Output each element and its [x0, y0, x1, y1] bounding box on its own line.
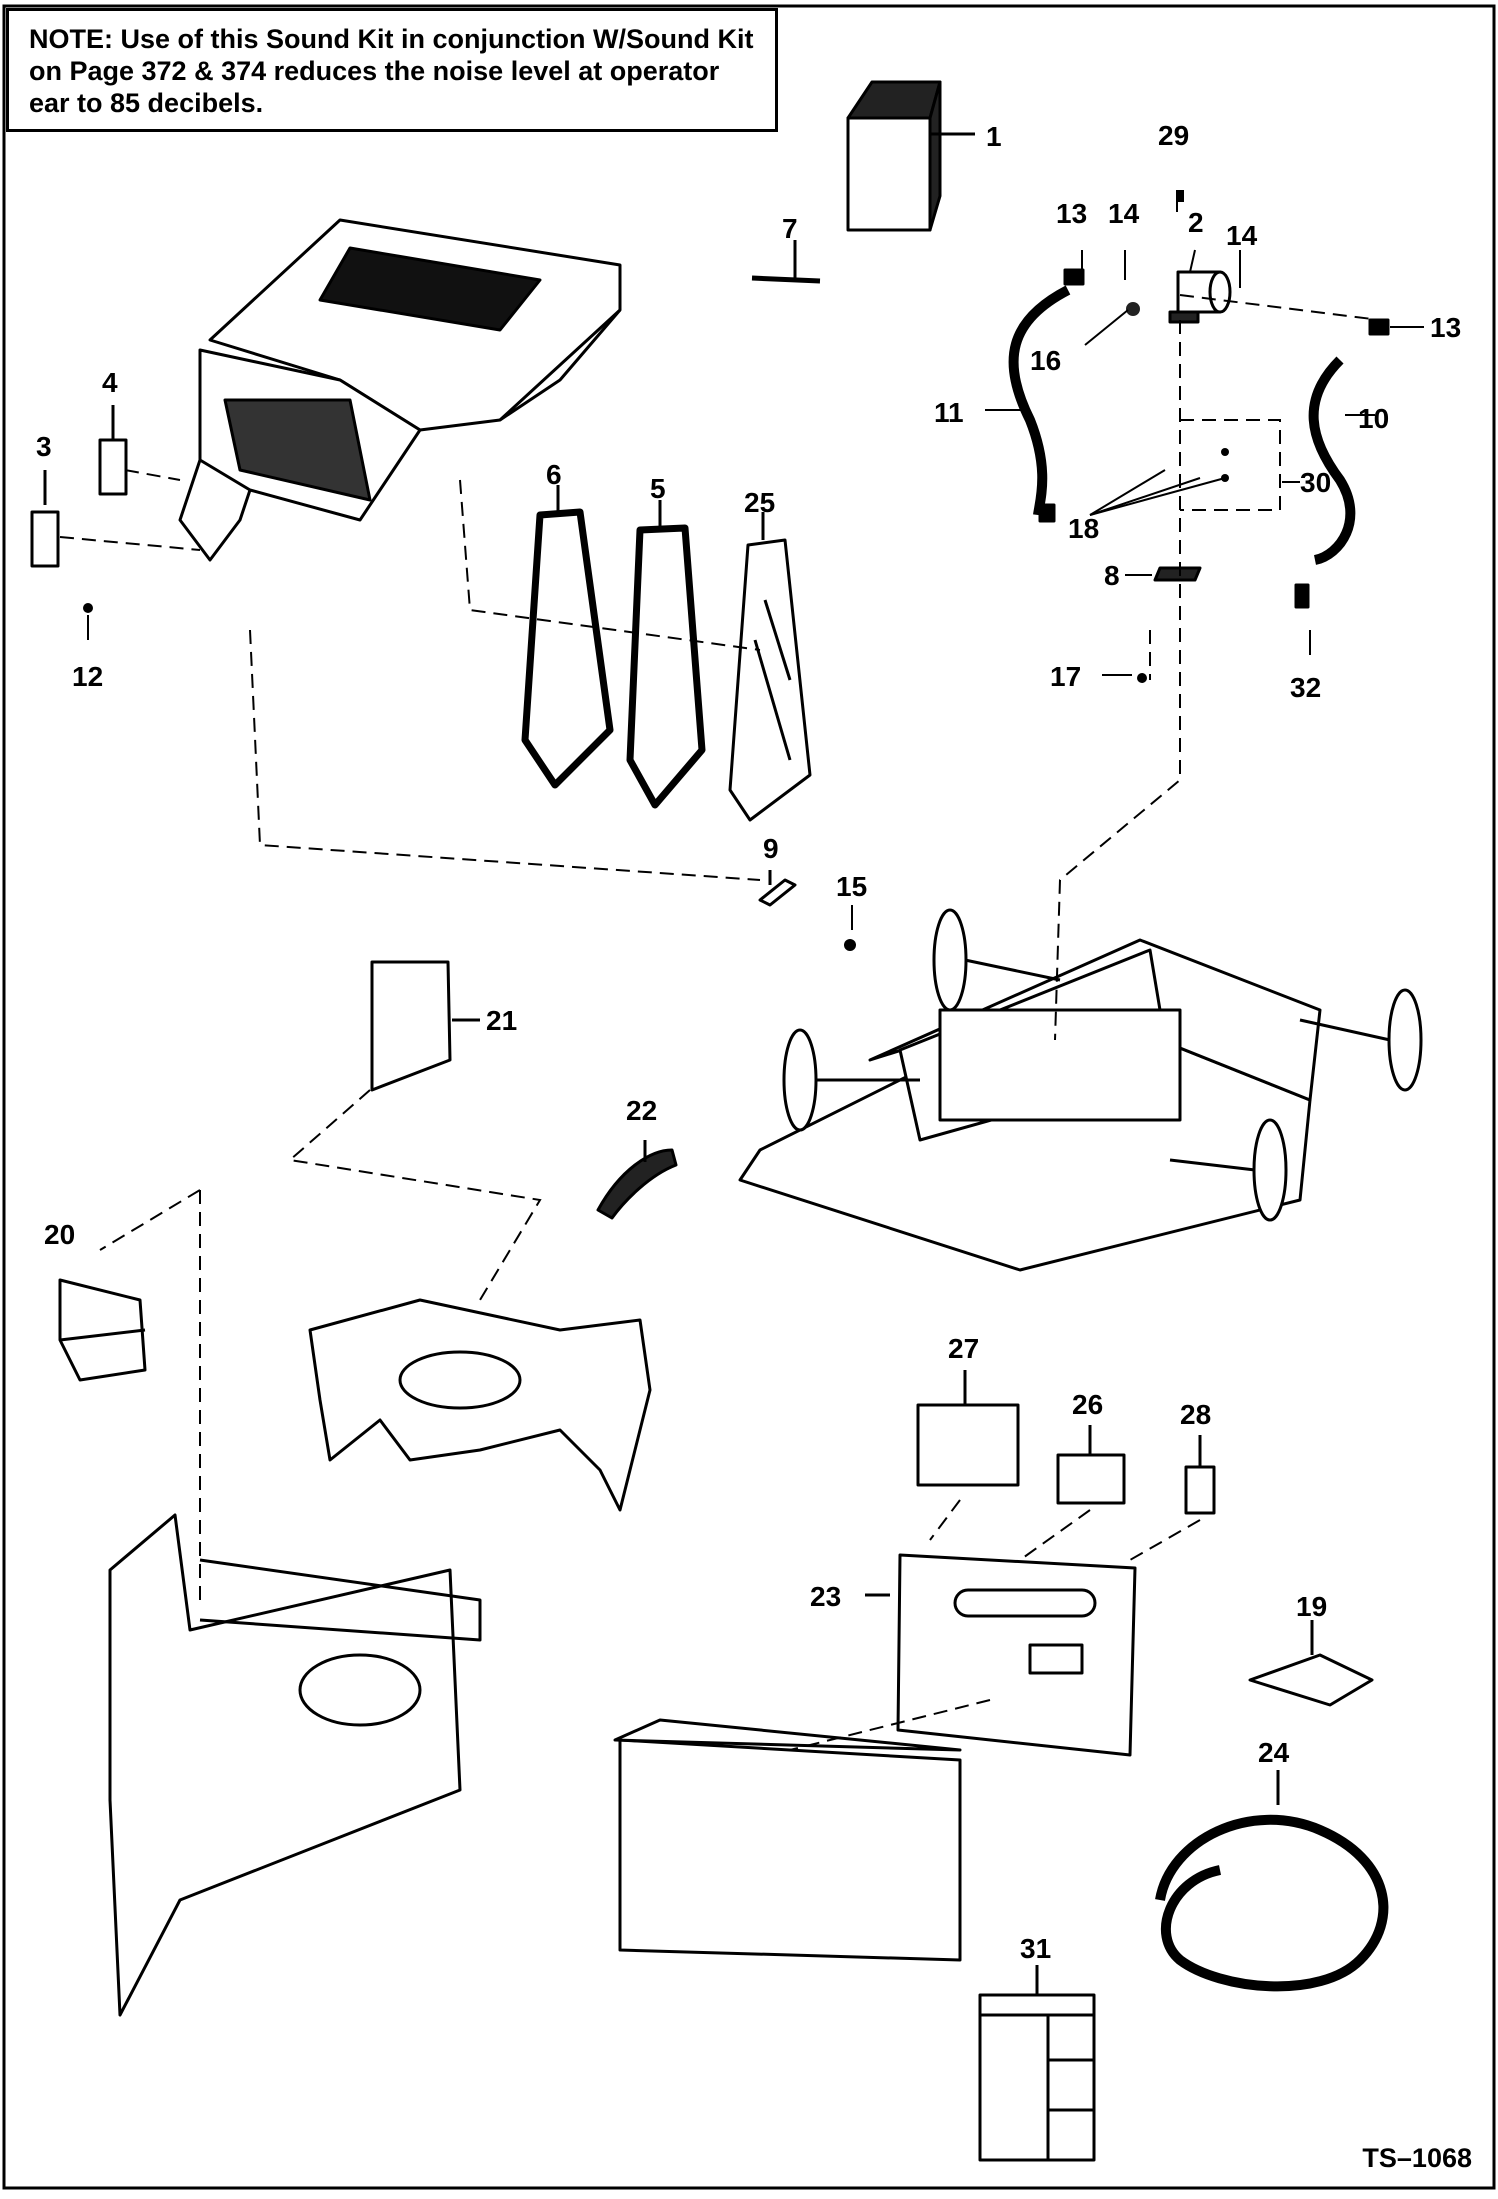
callout-1: 1 — [986, 121, 1002, 152]
callout-17: 17 — [1050, 661, 1081, 692]
note-text: Use of this Sound Kit in conjunction W/S… — [29, 24, 754, 118]
tube-part-19 — [1248, 1653, 1374, 1707]
sheet-id: TS–1068 — [1362, 2143, 1472, 2173]
callout-29: 29 — [1158, 120, 1189, 151]
callout-15: 15 — [836, 871, 867, 902]
callout-27: 27 — [948, 1333, 979, 1364]
callout-5: 5 — [650, 473, 666, 504]
hose-part-10 — [1308, 356, 1356, 565]
hose-part-11 — [1008, 285, 1071, 516]
diagram-border — [2, 4, 1496, 2190]
note-box: NOTE: Use of this Sound Kit in conjuncti… — [6, 8, 778, 132]
callout-13-right: 13 — [1430, 312, 1461, 343]
callout-28: 28 — [1180, 1399, 1211, 1430]
hardware-markers — [83, 190, 1229, 951]
callout-14-left: 14 — [1108, 198, 1140, 229]
callout-4: 4 — [102, 367, 118, 398]
window-seal-part-5 — [626, 524, 706, 809]
callout-18: 18 — [1068, 513, 1099, 544]
callout-24: 24 — [1258, 1737, 1290, 1768]
callout-12: 12 — [72, 661, 103, 692]
decal-part-4 — [98, 438, 128, 496]
callout-11: 11 — [934, 397, 964, 428]
callout-20: 20 — [44, 1219, 75, 1250]
callout-19: 19 — [1296, 1591, 1327, 1622]
callout-16: 16 — [1030, 345, 1061, 376]
decal-part-28 — [1184, 1465, 1216, 1515]
callout-labels: 1 29 7 13 14 2 14 13 16 4 11 10 3 6 5 25… — [36, 120, 1461, 1964]
callout-32: 32 — [1290, 672, 1321, 703]
callout-21: 21 — [486, 1005, 517, 1036]
callout-30: 30 — [1300, 467, 1331, 498]
callout-8: 8 — [1104, 560, 1120, 591]
callout-22: 22 — [626, 1095, 657, 1126]
bracket-part-20 — [58, 1278, 147, 1382]
callout-10: 10 — [1358, 403, 1389, 434]
lower-sound-panel-part — [618, 1738, 962, 1962]
callout-31: 31 — [1020, 1933, 1051, 1964]
note-label: NOTE: — [29, 24, 113, 54]
seal-strip-part-24 — [1155, 1814, 1389, 1992]
callout-25: 25 — [744, 487, 775, 518]
junction-block-part — [1168, 270, 1232, 324]
wedge-part-22 — [596, 1148, 678, 1220]
panel-part-21 — [370, 960, 452, 1092]
callout-13-left: 13 — [1056, 198, 1087, 229]
callout-23: 23 — [810, 1581, 841, 1612]
glass-part-25 — [728, 538, 812, 822]
callout-6: 6 — [546, 459, 562, 490]
chassis-frame-part — [738, 908, 1423, 1272]
callout-7: 7 — [782, 213, 798, 244]
decal-part-26 — [1056, 1453, 1126, 1505]
decal-part-3 — [30, 510, 60, 568]
strip-part-9 — [758, 878, 797, 907]
callout-3: 3 — [36, 431, 52, 462]
callout-9: 9 — [763, 833, 779, 864]
manual-part-31 — [978, 1965, 1096, 2162]
bracket-part-8 — [1153, 566, 1202, 582]
rod-part — [751, 275, 821, 284]
callout-2: 2 — [1188, 207, 1204, 238]
sound-panel-part-23 — [865, 1553, 1137, 1757]
foam-block-part — [846, 80, 975, 232]
callout-14-right: 14 — [1226, 220, 1258, 251]
callout-26: 26 — [1072, 1389, 1103, 1420]
main-frame-part — [108, 1513, 462, 2017]
cab-roof-part — [178, 218, 622, 562]
decal-part-27 — [916, 1403, 1020, 1487]
window-seal-part-6 — [521, 508, 614, 789]
